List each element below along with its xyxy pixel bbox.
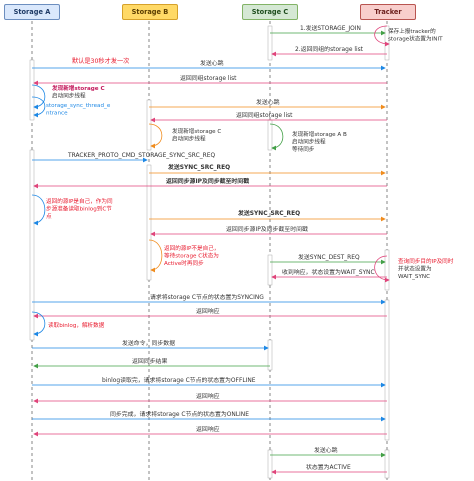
message-label-18: binlog读取完，请求将storage C节点的状态置为OFFLINE xyxy=(102,376,256,384)
activation-bar-t xyxy=(384,449,390,479)
self-loop-note-6-line-1: 返回的源IP是自己，作为同 xyxy=(46,197,113,205)
activation-bar-a xyxy=(29,59,35,121)
self-loop-note-8-line-1: 查询同步目的IP及同时 xyxy=(398,257,454,265)
message-label-23: 状态置为ACTIVE xyxy=(306,463,351,471)
message-label-8: 发送SYNC_SRC_REQ xyxy=(167,163,230,171)
participant-t: Tracker xyxy=(360,4,416,20)
message-label-20: 同步完成，请求将storage C节点的状态置为ONLINE xyxy=(110,410,249,418)
self-loop-note-7-line-3: Active时再同步 xyxy=(164,259,204,267)
message-label-12: 发送SYNC_DEST_REQ xyxy=(298,253,360,261)
message-label-7: TRACKER_PROTO_CMD_STORAGE_SYNC_SRC_REQ xyxy=(67,153,215,159)
self-loop-arrow-2 xyxy=(31,84,46,110)
message-label-19: 返回响应 xyxy=(196,392,220,400)
activation-bar-a xyxy=(29,149,35,341)
message-label-22: 发送心跳 xyxy=(314,446,338,454)
self-loop-note-4-line-2: 启动同步线程 xyxy=(172,134,206,142)
activation-bar-c xyxy=(267,449,273,479)
self-loop-note-7-line-2: 等待storage C状态为 xyxy=(164,251,219,259)
message-label-11: 返回同步源IP及同步截至时间戳 xyxy=(226,225,308,233)
activation-bar-c xyxy=(267,25,273,61)
self-loop-note-6-line-3: 点 xyxy=(46,213,52,220)
activation-bar-t xyxy=(384,249,390,291)
activation-bar-b xyxy=(146,99,152,151)
message-label-6: 返回同组storage list xyxy=(236,111,293,119)
self-loop-arrow-4 xyxy=(148,123,163,149)
message-label-17: 返回同步结果 xyxy=(132,357,167,365)
message-label-13: 收到响应，状态设置为WAIT_SYNC xyxy=(282,268,375,276)
message-label-5: 发送心跳 xyxy=(256,98,280,106)
message-label-15: 返回响应 xyxy=(196,307,220,315)
self-loop-arrow-1 xyxy=(374,25,390,47)
self-loop-note-2-line-2: 启动同步线程 xyxy=(52,91,86,99)
self-loop-note-5-line-2: 启动同步线程 xyxy=(292,137,326,145)
self-loop-note-3-line-1: storage_sync_thread_e xyxy=(46,103,111,109)
self-loop-note-1-line-2: storage状态置为INIT xyxy=(388,34,443,42)
message-label-9: 返回同步源IP及同步截至时间戳 xyxy=(166,177,249,185)
message-label-2: 2.返回同组的storage list xyxy=(295,45,364,53)
message-label-4: 返回同组storage list xyxy=(180,74,237,82)
participant-b: Storage B xyxy=(122,4,178,20)
self-loop-note-9-line-1: 读取binlog，解析数据 xyxy=(48,321,105,329)
self-loop-arrow-3 xyxy=(31,96,46,118)
self-loop-arrow-7 xyxy=(148,239,163,273)
participant-a: Storage A xyxy=(4,4,60,20)
self-loop-note-5-line-3: 等待同步 xyxy=(292,145,315,153)
self-loop-note-7-line-1: 返回的源IP不是自己， xyxy=(164,244,219,252)
self-loop-arrow-8 xyxy=(374,255,390,283)
activation-bar-b xyxy=(146,164,152,281)
participant-c: Storage C xyxy=(242,4,298,20)
activation-bar-c xyxy=(267,254,273,286)
self-loop-note-8-line-3: WAIT_SYNC xyxy=(398,274,430,280)
self-loop-note-3-line-2: ntrance xyxy=(46,110,68,116)
self-loop-arrow-5 xyxy=(269,123,284,151)
activation-bar-t xyxy=(384,299,390,441)
self-loop-note-6-line-2: 步源准备读取binlog到C节 xyxy=(46,204,112,212)
message-label-21: 返回响应 xyxy=(196,425,220,433)
self-loop-note-5-line-1: 发现新增storage A B xyxy=(292,130,347,138)
default-heartbeat-note: 默认是30秒才发一次 xyxy=(72,57,129,65)
activation-bar-c xyxy=(267,119,273,151)
message-label-1: 1.发送STORAGE_JOIN xyxy=(300,24,361,32)
message-label-14: 请求将storage C节点的状态置为SYNCING xyxy=(150,293,264,301)
message-label-10: 发送SYNC_SRC_REQ xyxy=(237,209,300,217)
activation-bar-c xyxy=(267,339,273,371)
self-loop-note-8-line-2: 并状态设置为 xyxy=(398,264,432,272)
self-loop-note-2-line-1: 发现新增storage C xyxy=(51,84,105,92)
self-loop-arrow-9 xyxy=(31,311,46,337)
message-label-3: 发送心跳 xyxy=(200,59,224,67)
self-loop-note-1-line-1: 保存上报tracker的 xyxy=(388,27,436,35)
message-label-16: 发送命令，同步数据 xyxy=(122,339,175,347)
self-loop-arrow-6 xyxy=(31,194,46,226)
self-loop-note-4-line-1: 发现新增storage C xyxy=(172,127,221,135)
